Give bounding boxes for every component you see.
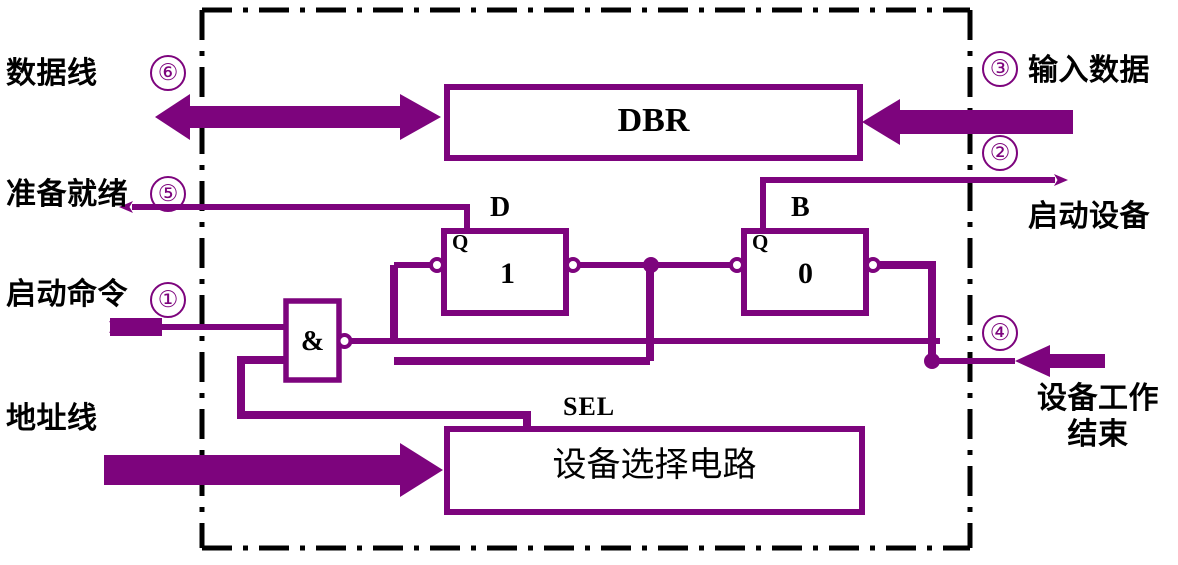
- label-address-bus: 地址线: [6, 402, 98, 435]
- wire-start-device: [760, 174, 1068, 232]
- marker-3: ③: [982, 51, 1018, 87]
- label-ff-b-q: Q: [752, 230, 769, 254]
- wire-and-output: [351, 262, 940, 365]
- block-ff-d: [441, 228, 569, 316]
- wire-input-data: [862, 99, 1073, 145]
- label-ready: 准备就绪: [6, 178, 128, 211]
- wire-b-output: [880, 261, 940, 369]
- block-ff-b: [741, 228, 869, 316]
- label-start-command: 启动命令: [6, 278, 128, 311]
- wire-device-done: [932, 345, 1105, 377]
- wire-d-to-b: [580, 257, 737, 273]
- wire-ready: [119, 201, 470, 232]
- label-data-bus: 数据线: [6, 57, 98, 90]
- ff-d-output-bubble: [565, 257, 581, 273]
- label-ff-b-name: B: [791, 192, 810, 223]
- wire-sel-to-and: [237, 356, 531, 430]
- and-gate-invert-bubble: [336, 333, 353, 349]
- junction-dot-d-b: [643, 257, 659, 273]
- label-start-device: 启动设备: [1028, 200, 1150, 233]
- label-ff-b-value: 0: [798, 257, 813, 290]
- marker-6: ⑥: [150, 55, 186, 91]
- label-dbr: DBR: [617, 102, 690, 139]
- ff-b-output-bubble: [865, 257, 881, 273]
- wire-start-command: [109, 318, 285, 336]
- marker-4: ④: [982, 315, 1018, 351]
- wire-data-bus: [155, 94, 441, 140]
- ff-d-input-bubble: [429, 257, 445, 273]
- label-sel: SEL: [563, 392, 616, 421]
- label-device-done-line1: 设备工作: [1037, 382, 1159, 415]
- label-device-done-line2: 结束: [1067, 418, 1129, 451]
- label-input-data: 输入数据: [1028, 54, 1150, 87]
- block-device-select: [444, 426, 865, 515]
- marker-5: ⑤: [150, 176, 186, 212]
- block-dbr: [444, 84, 863, 161]
- marker-1: ①: [150, 282, 186, 318]
- wire-address-bus: [104, 443, 443, 497]
- block-and-gate: [283, 298, 342, 383]
- label-ff-d-q: Q: [452, 230, 469, 254]
- ff-b-input-bubble: [729, 257, 745, 273]
- label-device-select: 设备选择电路: [552, 447, 757, 484]
- marker-2: ②: [982, 135, 1018, 171]
- interface-boundary: [199, 7, 973, 551]
- label-and-gate: &: [300, 326, 325, 357]
- label-ff-d-value: 1: [500, 257, 515, 290]
- label-ff-d-name: D: [490, 192, 511, 223]
